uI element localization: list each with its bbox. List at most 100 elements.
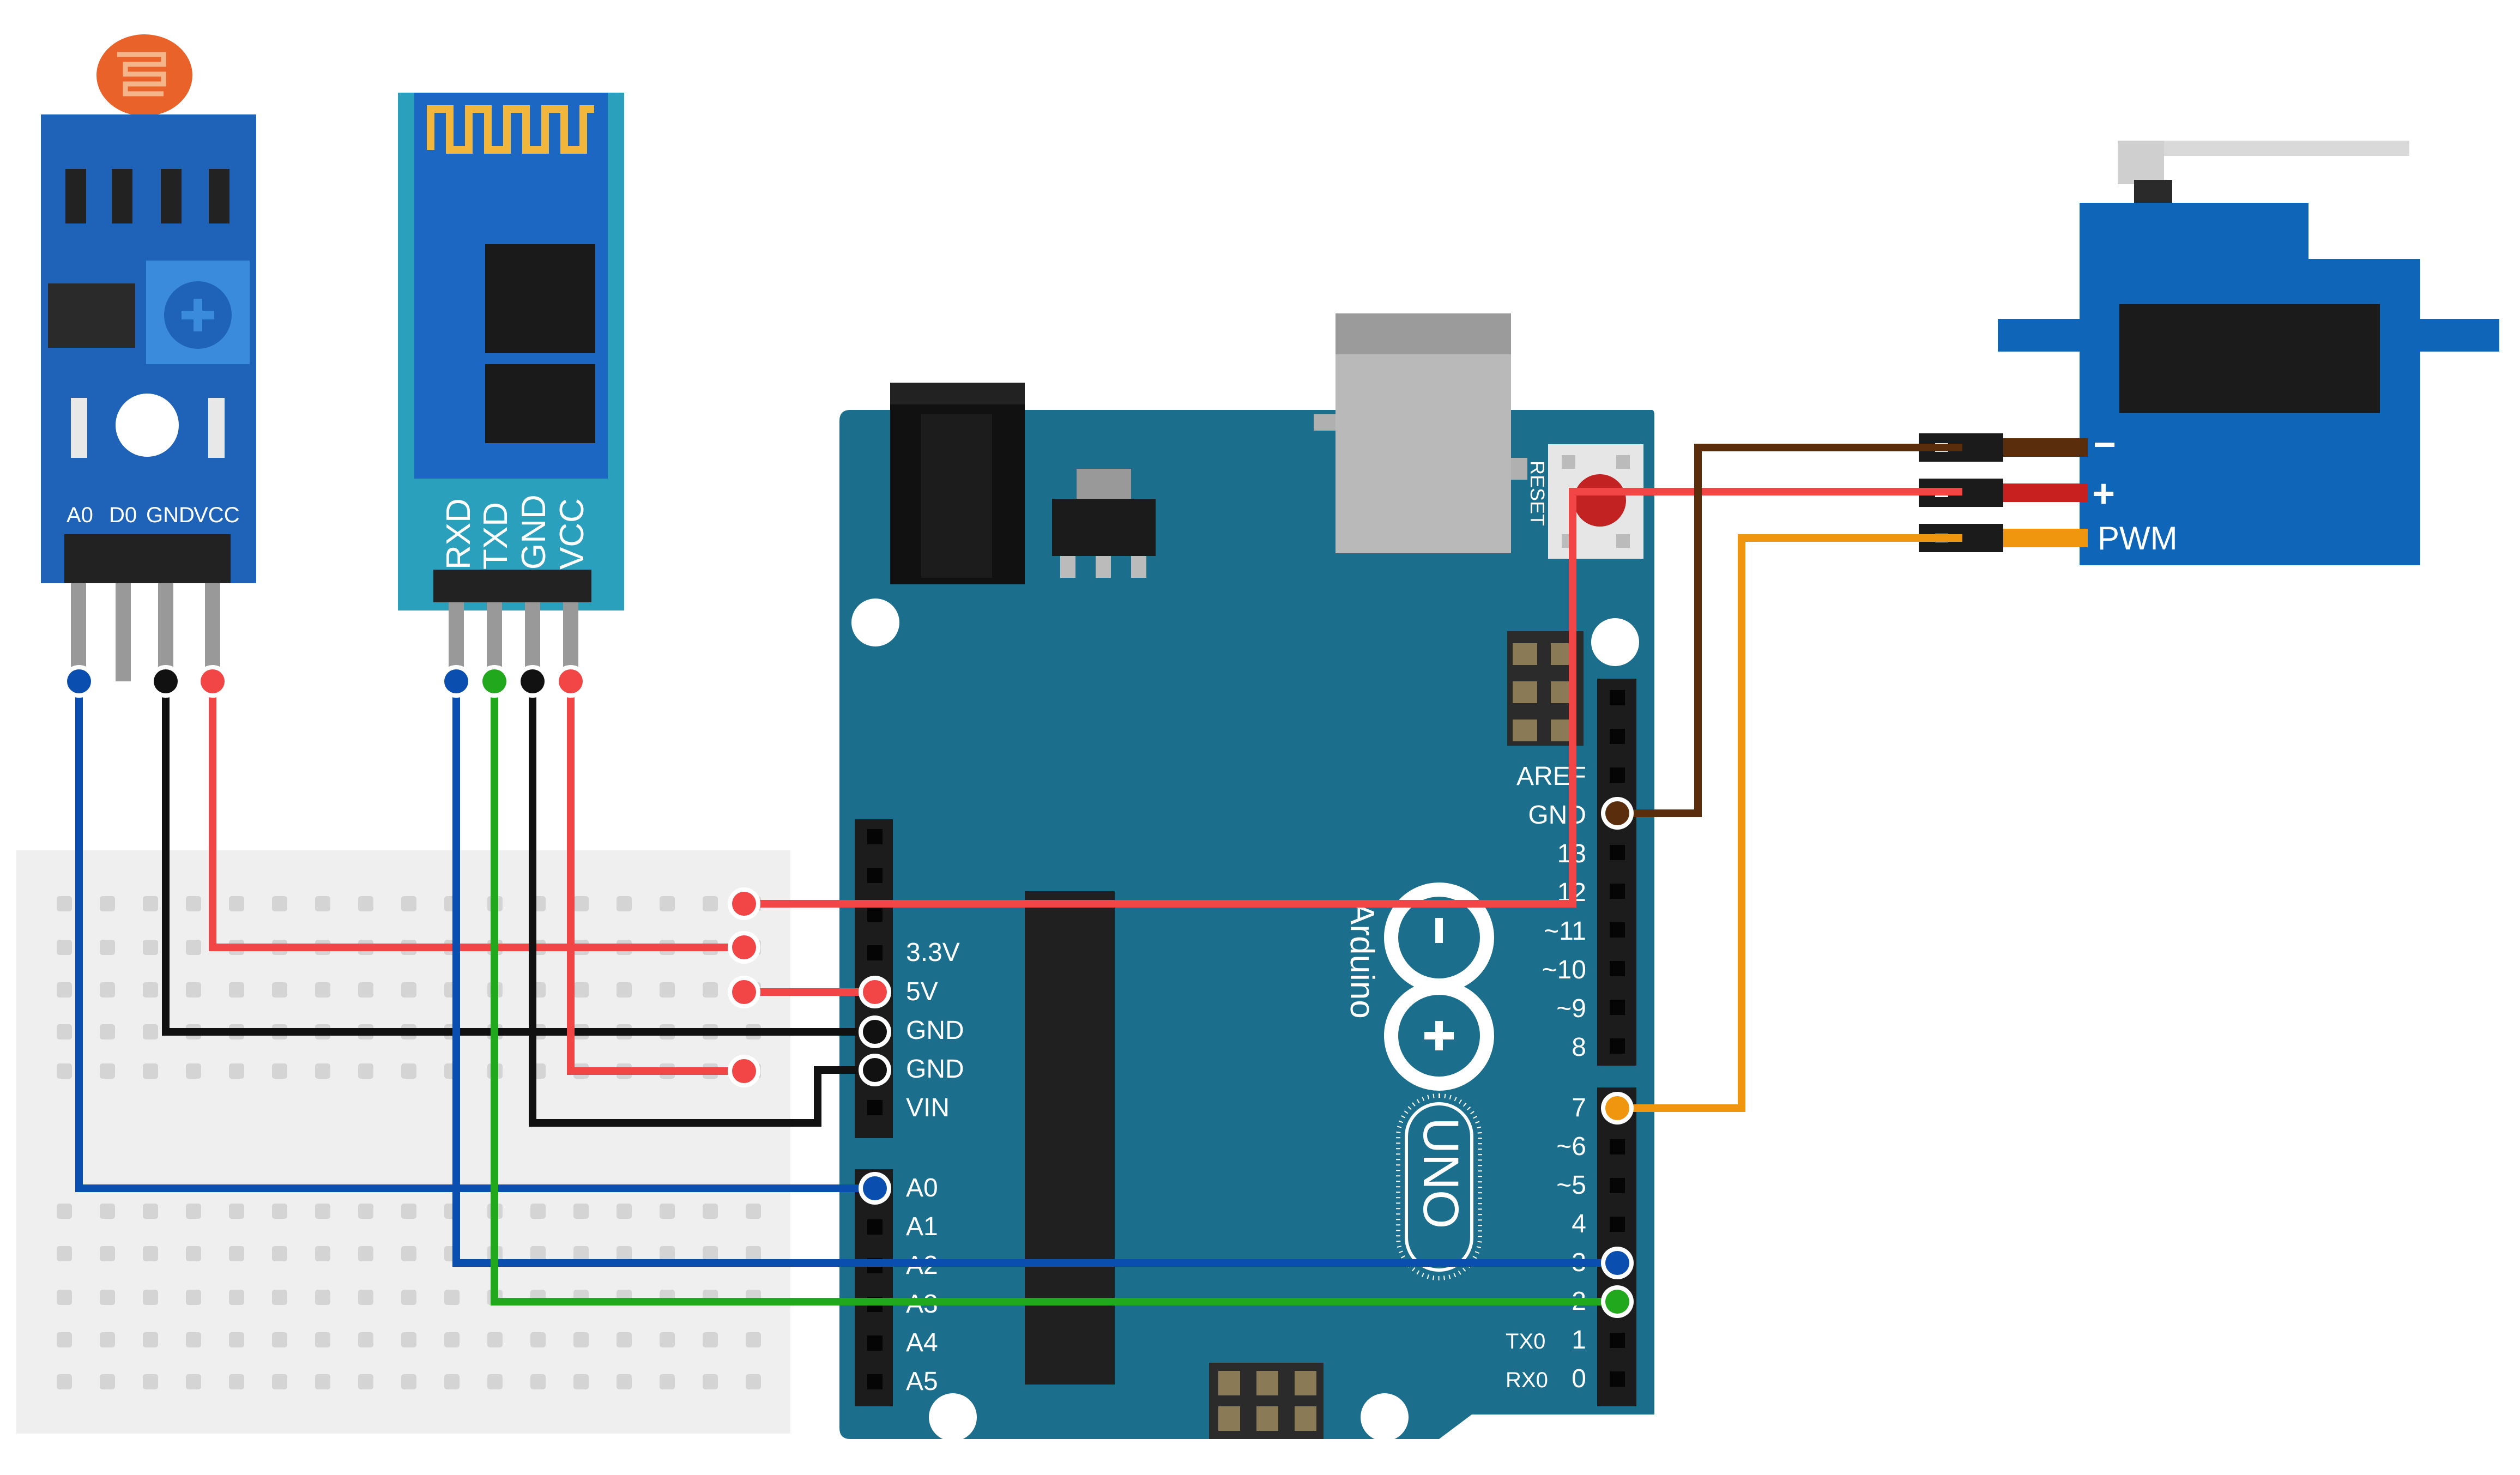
pin-dot-ldr-a0-fill [67, 669, 91, 693]
wire-servo-gnd [1616, 444, 1962, 817]
pin-dot-bt-rxd-fill [444, 669, 468, 693]
breadboard-hole [358, 982, 373, 998]
breadboard-hole [358, 1332, 373, 1347]
breadboard-hole [401, 1374, 416, 1389]
tx-label: TX0 [1506, 1329, 1545, 1353]
reset-button[interactable] [1548, 444, 1643, 559]
breadboard-hole [315, 896, 330, 911]
breadboard-hole [487, 1332, 503, 1347]
breadboard-hole [272, 1063, 287, 1079]
breadboard-hole [186, 1374, 201, 1389]
pin-label-d9: ~9 [1556, 994, 1586, 1023]
arduino-dot-gnd-digital-fill [1605, 801, 1629, 825]
pin-label-vin: VIN [906, 1093, 950, 1122]
pin-label-a0: A0 [906, 1174, 938, 1202]
pin-label-gnd: GND [906, 1055, 964, 1084]
header-socket [867, 1374, 883, 1389]
header-socket [867, 1219, 883, 1235]
breadboard-hole [57, 940, 72, 955]
pin-label-d7: 7 [1572, 1093, 1586, 1122]
breadboard-hole [703, 1204, 718, 1219]
arduino-infinity-logo [1384, 882, 1494, 1091]
breadboard-hole [143, 896, 158, 911]
breadboard-hole [660, 1374, 675, 1389]
breadboard-hole [703, 982, 718, 998]
header-socket [1610, 1139, 1625, 1154]
breadboard-hole [186, 896, 201, 911]
ldr-pin-label: A0 [67, 503, 93, 527]
breadboard-hole [57, 982, 72, 998]
breadboard-hole [57, 896, 72, 911]
reset-label: RESET [1526, 461, 1549, 526]
ldr-pin-label: D0 [109, 503, 137, 527]
breadboard-hole [57, 1374, 72, 1389]
breadboard-hole [186, 940, 201, 955]
breadboard-hole [444, 1290, 460, 1305]
breadboard-hole [229, 1204, 244, 1219]
breadboard-hole [530, 1374, 546, 1389]
pin-label-a1: A1 [906, 1212, 938, 1241]
wires [75, 444, 1962, 1305]
servo-pin-label: − [2093, 423, 2116, 467]
breadboard-hole [229, 1063, 244, 1079]
bt-pin-label: RXD [440, 498, 478, 570]
breadboard-hole [746, 1204, 761, 1219]
breadboard-hole [703, 1374, 718, 1389]
breadboard-hole [617, 896, 632, 911]
breadboard-hole [186, 1290, 201, 1305]
header-socket [1610, 845, 1625, 860]
breadboard-hole [358, 1063, 373, 1079]
breadboard-hole [401, 1063, 416, 1079]
analog-header-strip [855, 1169, 893, 1406]
header-socket [867, 1100, 883, 1115]
voltage-regulator [1052, 469, 1156, 578]
header-socket [1610, 884, 1625, 899]
breadboard-hole [401, 1332, 416, 1347]
header-socket [1610, 1038, 1625, 1054]
breadboard-hole [358, 896, 373, 911]
arduino-dot-d3-fill [1605, 1251, 1629, 1275]
breadboard-hole [229, 1332, 244, 1347]
mounting-hole [1591, 618, 1639, 666]
bt-pin-label: TXD [477, 502, 515, 570]
breadboard-hole [186, 1204, 201, 1219]
breadboard-hole [530, 1204, 546, 1219]
breadboard-hole [573, 1246, 589, 1261]
breadboard-hole [229, 1374, 244, 1389]
wire-ldr-a0-to-arduino-a0 [75, 681, 875, 1192]
breadboard-hole [703, 1332, 718, 1347]
breadboard-hole [746, 1246, 761, 1261]
breadboard-hole [315, 1246, 330, 1261]
arduino-power-labels: 3.3V 5V GND GND VIN [906, 938, 964, 1122]
breadboard-hole [100, 982, 115, 998]
breadboard-hole [100, 1204, 115, 1219]
wire-bt-rxd-to-d3 [452, 681, 1616, 1267]
usb-connector [1314, 313, 1527, 553]
header-socket [867, 829, 883, 844]
breadboard-hole [143, 1024, 158, 1039]
breadboard-hole [746, 1374, 761, 1389]
pin-dot-bt-vcc-fill [559, 669, 583, 693]
pin-label-d11: ~11 [1544, 917, 1586, 946]
breadboard-hole [100, 940, 115, 955]
breadboard-hole [660, 1332, 675, 1347]
uno-label: UNO [1413, 1117, 1469, 1229]
arduino-brand-label: Arduino [1343, 902, 1381, 1019]
breadboard-hole [229, 1246, 244, 1261]
breadboard-hole [660, 1246, 675, 1261]
bt-pin-label: GND [515, 494, 553, 570]
breadboard-hole [358, 1204, 373, 1219]
bluetooth-module: RXD TXD GND VCC [398, 93, 624, 681]
breadboard-hole [100, 1024, 115, 1039]
breadboard-hole [573, 1374, 589, 1389]
breadboard-hole [229, 982, 244, 998]
breadboard-hole [401, 982, 416, 998]
breadboard-hole [315, 1063, 330, 1079]
breadboard-hole [358, 1290, 373, 1305]
breadboard-hole [57, 1332, 72, 1347]
breadboard-hole [143, 1332, 158, 1347]
pin-label-d0: 0 [1572, 1364, 1586, 1393]
breadboard-hole [401, 1246, 416, 1261]
breadboard-hole [358, 1374, 373, 1389]
